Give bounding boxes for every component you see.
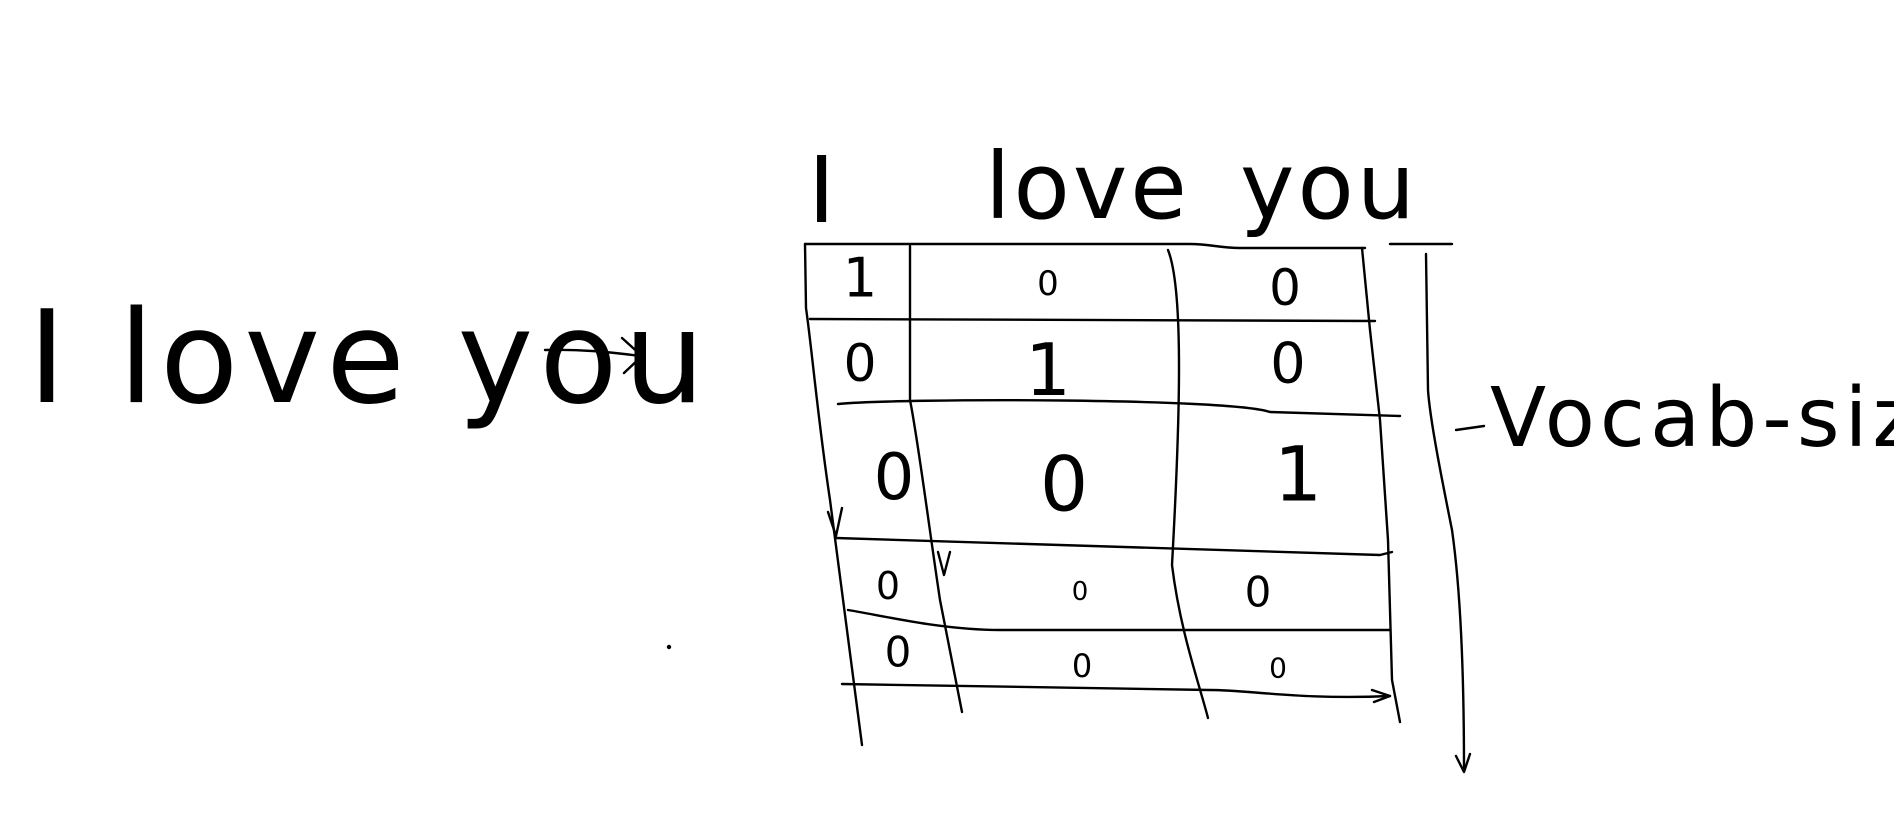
vocab-size-bracket [1388, 242, 1486, 774]
matrix-cell: 0 [885, 628, 912, 677]
matrix-cell: 0 [1270, 332, 1306, 397]
matrix-cell: 0 [876, 564, 900, 608]
matrix-cell: 1 [843, 247, 877, 310]
column-header-i: I [808, 137, 838, 244]
matrix-cell: 0 [1072, 577, 1089, 607]
input-sentence: I love you [28, 284, 711, 433]
matrix-cell: 0 [874, 441, 915, 515]
matrix-cell: 1 [1274, 430, 1322, 519]
matrix-cell: 0 [1269, 652, 1287, 685]
matrix-cell: 0 [843, 334, 876, 394]
vocab-size-label: Vocab-size [1490, 371, 1894, 466]
matrix-cell: 0 [1040, 440, 1088, 529]
stray-dot [666, 644, 672, 650]
matrix-cell: 1 [1025, 328, 1071, 412]
one-hot-matrix-grid [803, 242, 1402, 747]
column-header-love: love [985, 133, 1190, 240]
transform-arrow [543, 336, 644, 375]
matrix-cell: 0 [1245, 568, 1272, 617]
matrix-cells: 1 0 0 0 1 0 0 0 1 0 0 0 0 0 0 [843, 247, 1322, 686]
matrix-cell: 0 [1072, 647, 1092, 685]
matrix-cell: 0 [1037, 264, 1059, 304]
column-header-you: you [1240, 133, 1418, 240]
matrix-cell: 0 [1269, 259, 1301, 317]
